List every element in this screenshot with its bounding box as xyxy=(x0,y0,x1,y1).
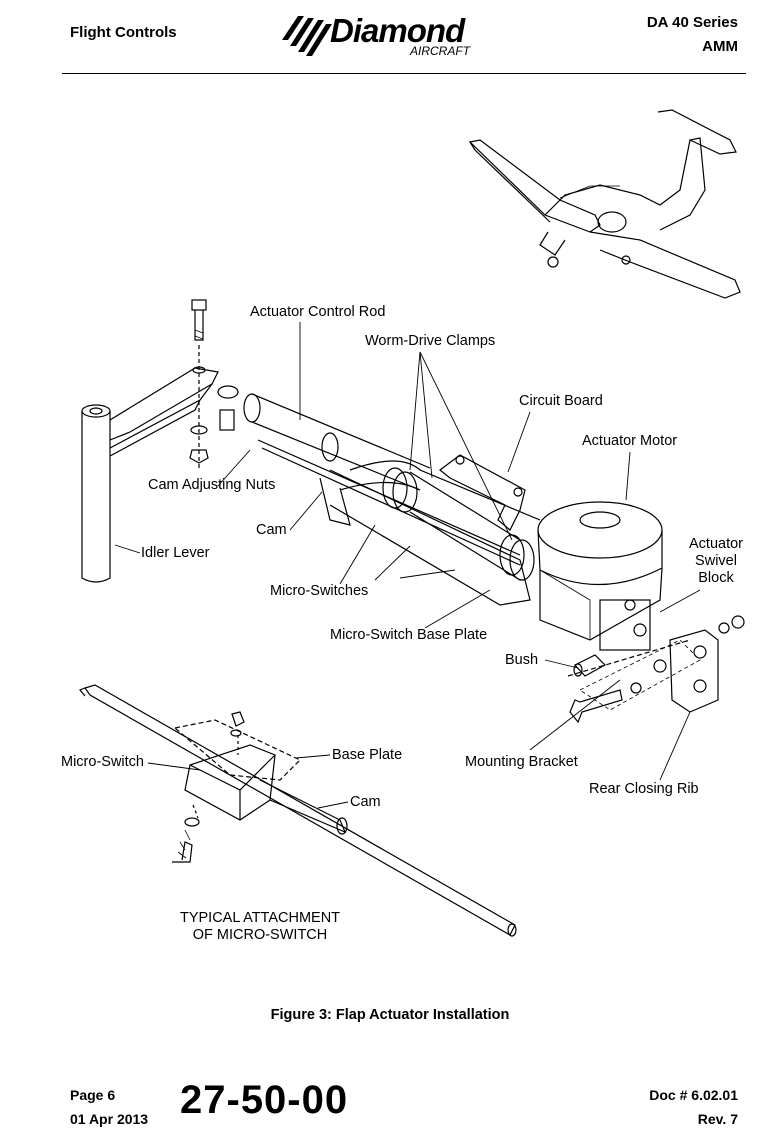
header-series: DA 40 Series xyxy=(646,14,738,31)
circuit-board xyxy=(439,454,526,531)
header-manual: AMM xyxy=(702,38,738,55)
actuator-motor xyxy=(537,501,663,651)
micro-switch-detail xyxy=(79,684,517,937)
detail-caption: TYPICAL ATTACHMENT OF MICRO-SWITCH xyxy=(160,910,360,944)
figure-caption: Figure 3: Flap Actuator Installation xyxy=(270,1007,510,1023)
footer-doc-number: Doc # 6.02.01 xyxy=(649,1087,738,1103)
footer-revision: Rev. 7 xyxy=(697,1111,738,1127)
label-cam-detail: Cam xyxy=(350,794,381,810)
leader-lines xyxy=(114,322,701,809)
label-micro-switch: Micro-Switch xyxy=(61,754,144,770)
label-actuator-swivel-block-line1: Actuator xyxy=(689,536,743,552)
worm-drive-clamps xyxy=(382,467,535,581)
label-rear-closing-rib: Rear Closing Rib xyxy=(589,781,699,797)
aircraft-sketch xyxy=(468,109,741,299)
label-mounting-bracket: Mounting Bracket xyxy=(465,754,578,770)
label-actuator-swivel-block: Actuator Swivel Block xyxy=(682,536,750,587)
logo-stripes-icon xyxy=(282,16,332,56)
footer-date: 01 Apr 2013 xyxy=(70,1111,149,1127)
idler-lever xyxy=(81,367,219,583)
detail-caption-line1: TYPICAL ATTACHMENT xyxy=(179,910,341,926)
bolt-stack xyxy=(189,299,239,470)
logo-subtitle: AIRCRAFT xyxy=(410,44,470,58)
footer-page: Page 6 xyxy=(70,1087,116,1103)
label-idler-lever: Idler Lever xyxy=(141,545,210,561)
label-cam: Cam xyxy=(256,522,287,538)
label-actuator-swivel-block-line2: Swivel xyxy=(695,553,737,569)
diamond-aircraft-logo: Diamond AIRCRAFT xyxy=(278,10,493,60)
actuator-rod-assembly xyxy=(243,393,541,606)
label-base-plate: Base Plate xyxy=(332,747,403,763)
label-micro-switch-base-plate: Micro-Switch Base Plate xyxy=(330,627,488,643)
label-micro-switches: Micro-Switches xyxy=(270,583,369,599)
detail-caption-line2: OF MICRO-SWITCH xyxy=(192,927,328,943)
footer-chapter-number: 27-50-00 xyxy=(180,1078,349,1122)
header-rule xyxy=(62,73,746,74)
label-cam-adjusting-nuts: Cam Adjusting Nuts xyxy=(148,477,276,493)
label-bush: Bush xyxy=(505,652,539,668)
label-actuator-motor: Actuator Motor xyxy=(582,433,678,449)
mounting-hardware xyxy=(567,615,745,724)
label-actuator-control-rod: Actuator Control Rod xyxy=(250,304,386,320)
logo-wordmark: Diamond xyxy=(330,12,465,49)
label-worm-drive-clamps: Worm-Drive Clamps xyxy=(365,333,496,349)
header-section-title: Flight Controls xyxy=(70,24,177,41)
label-actuator-swivel-block-line3: Block xyxy=(698,570,734,586)
label-circuit-board: Circuit Board xyxy=(519,393,603,409)
